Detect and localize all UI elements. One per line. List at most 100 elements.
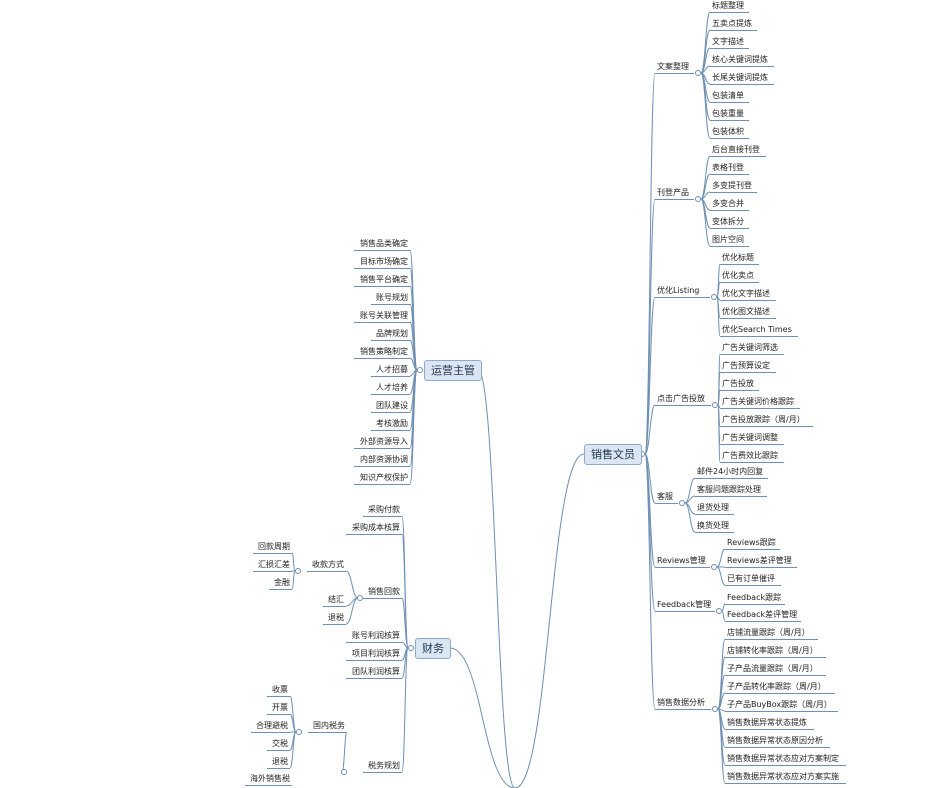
hub-finance[interactable]: 财务 bbox=[415, 638, 451, 659]
collapse-toggle-icon[interactable] bbox=[679, 500, 685, 506]
sales-task[interactable]: Reviews差评管理 bbox=[727, 556, 792, 565]
finance-item[interactable]: 采购成本核算 bbox=[352, 523, 400, 532]
sales-task[interactable]: 退货处理 bbox=[697, 503, 729, 512]
sales-task[interactable]: 广告费效比跟踪 bbox=[722, 451, 778, 460]
sales-task[interactable]: 子产品流量跟踪（周/月） bbox=[727, 664, 818, 673]
sales-task[interactable]: 表格刊登 bbox=[712, 163, 744, 172]
collapse-toggle-icon[interactable] bbox=[408, 645, 414, 651]
collapse-toggle-icon[interactable] bbox=[695, 70, 701, 76]
finance-item[interactable]: 项目利润核算 bbox=[352, 649, 400, 658]
finance-leaf-item[interactable]: 汇损汇差 bbox=[258, 560, 290, 569]
ops-task[interactable]: 知识产权保护 bbox=[360, 473, 408, 482]
ops-task[interactable]: 考核激励 bbox=[376, 419, 408, 428]
ops-task[interactable]: 人才培养 bbox=[376, 383, 408, 392]
finance-leaf-item[interactable]: 开票 bbox=[272, 703, 288, 712]
sales-task[interactable]: 子产品BuyBox跟踪（周/月） bbox=[727, 700, 832, 709]
ops-task[interactable]: 内部资源协调 bbox=[360, 455, 408, 464]
sales-category[interactable]: Feedback管理 bbox=[657, 600, 712, 609]
sales-task[interactable]: 包装体积 bbox=[712, 127, 744, 136]
sales-task[interactable]: Reviews跟踪 bbox=[727, 538, 776, 547]
hub-sales-clerk[interactable]: 销售文员 bbox=[584, 444, 642, 465]
finance-item[interactable]: 销售回款 bbox=[368, 587, 400, 596]
sales-task[interactable]: 广告投放跟踪（周/月） bbox=[722, 415, 805, 424]
sales-task[interactable]: 店铺流量跟踪（周/月） bbox=[727, 628, 810, 637]
finance-leaf-item[interactable]: 退税 bbox=[272, 757, 288, 766]
ops-task[interactable]: 外部资源导入 bbox=[360, 437, 408, 446]
sales-task[interactable]: 多变合并 bbox=[712, 199, 744, 208]
ops-task[interactable]: 团队建设 bbox=[376, 401, 408, 410]
finance-item[interactable]: 税务规划 bbox=[368, 761, 400, 770]
collapse-toggle-icon[interactable] bbox=[712, 706, 718, 712]
sales-task[interactable]: 多变提刊登 bbox=[712, 181, 752, 190]
finance-item[interactable]: 团队利润核算 bbox=[352, 667, 400, 676]
ops-task[interactable]: 目标市场确定 bbox=[360, 257, 408, 266]
sales-task[interactable]: 优化卖点 bbox=[722, 271, 754, 280]
sales-task[interactable]: 广告关键词筛选 bbox=[722, 343, 778, 352]
collapse-toggle-icon[interactable] bbox=[712, 402, 718, 408]
sales-task[interactable]: 客服问题跟踪处理 bbox=[697, 485, 761, 494]
sales-task[interactable]: 包装清单 bbox=[712, 91, 744, 100]
ops-task[interactable]: 人才招募 bbox=[376, 365, 408, 374]
collapse-toggle-icon[interactable] bbox=[711, 564, 717, 570]
sales-category[interactable]: 客服 bbox=[657, 492, 673, 501]
sales-category[interactable]: 点击广告投放 bbox=[657, 394, 705, 403]
finance-leaf-item[interactable]: 收票 bbox=[272, 685, 288, 694]
sales-category[interactable]: 文案整理 bbox=[657, 62, 689, 71]
sales-category[interactable]: 优化Listing bbox=[657, 286, 700, 295]
ops-task[interactable]: 销售品类确定 bbox=[360, 239, 408, 248]
sales-task[interactable]: 核心关键词提炼 bbox=[712, 55, 768, 64]
sales-task[interactable]: Feedback差评管理 bbox=[727, 610, 798, 619]
sales-task[interactable]: 子产品转化率跟踪（周/月） bbox=[727, 682, 826, 691]
sales-task[interactable]: Feedback跟踪 bbox=[727, 593, 782, 602]
finance-item[interactable]: 账号利润核算 bbox=[352, 631, 400, 640]
sales-task[interactable]: 优化文字描述 bbox=[722, 289, 770, 298]
sales-task[interactable]: 已有订单催评 bbox=[727, 574, 775, 583]
sales-task[interactable]: 广告关键词价格跟踪 bbox=[722, 397, 794, 406]
finance-subitem[interactable]: 收款方式 bbox=[312, 560, 344, 569]
collapse-toggle-icon[interactable] bbox=[357, 595, 363, 601]
sales-task[interactable]: 邮件24小时内回复 bbox=[697, 467, 764, 476]
sales-task[interactable]: 销售数据异常状态原因分析 bbox=[727, 736, 823, 745]
sales-task[interactable]: 店铺转化率跟踪（周/月） bbox=[727, 646, 818, 655]
sales-task[interactable]: 优化Search Times bbox=[722, 325, 792, 334]
sales-task[interactable]: 销售数据异常状态提炼 bbox=[727, 718, 807, 727]
sales-task[interactable]: 长尾关键词提炼 bbox=[712, 73, 768, 82]
hub-ops-manager[interactable]: 运营主管 bbox=[424, 360, 482, 381]
finance-leaf-item[interactable]: 交税 bbox=[272, 739, 288, 748]
sales-task[interactable]: 标题整理 bbox=[712, 1, 744, 10]
sales-task[interactable]: 包装重量 bbox=[712, 109, 744, 118]
finance-leaf-item[interactable]: 回款周期 bbox=[258, 542, 290, 551]
sales-task[interactable]: 后台直接刊登 bbox=[712, 145, 760, 154]
finance-item[interactable]: 采购付款 bbox=[368, 505, 400, 514]
ops-task[interactable]: 销售平台确定 bbox=[360, 275, 408, 284]
sales-category[interactable]: 销售数据分析 bbox=[657, 698, 705, 707]
sales-task[interactable]: 广告投放 bbox=[722, 379, 754, 388]
collapse-toggle-icon[interactable] bbox=[296, 729, 302, 735]
sales-task[interactable]: 销售数据异常状态应对方案制定 bbox=[727, 754, 839, 763]
sales-task[interactable]: 优化标题 bbox=[722, 253, 754, 262]
sales-task[interactable]: 广告关键词调整 bbox=[722, 433, 778, 442]
sales-category[interactable]: Reviews管理 bbox=[657, 556, 706, 565]
finance-leaf-item[interactable]: 合理避税 bbox=[256, 721, 288, 730]
collapse-toggle-icon[interactable] bbox=[711, 294, 717, 300]
collapse-toggle-icon[interactable] bbox=[695, 196, 701, 202]
sales-task[interactable]: 换货处理 bbox=[697, 521, 729, 530]
finance-subitem[interactable]: 退税 bbox=[328, 613, 344, 622]
sales-task[interactable]: 销售数据异常状态应对方案实施 bbox=[727, 772, 839, 781]
sales-task[interactable]: 图片空间 bbox=[712, 235, 744, 244]
finance-leaf-item[interactable]: 金融 bbox=[274, 578, 290, 587]
collapse-toggle-icon[interactable] bbox=[716, 608, 722, 614]
sales-task[interactable]: 文字描述 bbox=[712, 37, 744, 46]
collapse-toggle-icon[interactable] bbox=[295, 568, 301, 574]
collapse-toggle-icon[interactable] bbox=[341, 769, 347, 775]
ops-task[interactable]: 品牌规划 bbox=[376, 329, 408, 338]
collapse-toggle-icon[interactable] bbox=[417, 367, 423, 373]
finance-subitem[interactable]: 国内税务 bbox=[313, 721, 345, 730]
finance-subitem[interactable]: 结汇 bbox=[328, 595, 344, 604]
sales-task[interactable]: 广告预算设定 bbox=[722, 361, 770, 370]
sales-task[interactable]: 变体拆分 bbox=[712, 217, 744, 226]
sales-task[interactable]: 优化图文描述 bbox=[722, 307, 770, 316]
ops-task[interactable]: 销售策略制定 bbox=[360, 347, 408, 356]
finance-leaf-item[interactable]: 海外销售税 bbox=[250, 774, 290, 783]
ops-task[interactable]: 账号规划 bbox=[376, 293, 408, 302]
